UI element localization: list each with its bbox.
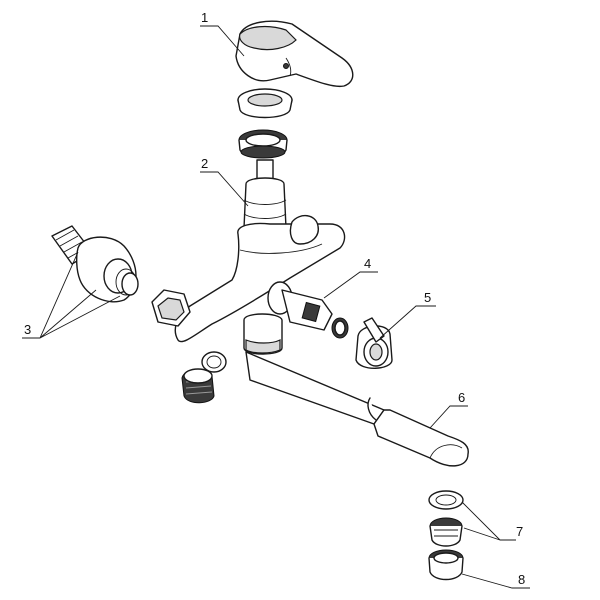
diverter-knob (355, 317, 393, 369)
spout (245, 351, 469, 467)
callout-5: 5 (424, 290, 431, 305)
leader-lines (22, 25, 530, 589)
faucet-body (174, 215, 346, 355)
callout-4: 4 (364, 256, 371, 271)
callout-7: 7 (516, 524, 523, 539)
lever-handle (235, 20, 354, 88)
callout-3: 3 (24, 322, 31, 337)
cartridge-nut (238, 129, 288, 159)
threaded-adapter (181, 368, 215, 404)
callout-6: 6 (458, 390, 465, 405)
aerator-housing (428, 549, 464, 581)
cartridge (243, 159, 287, 235)
callout-2: 2 (201, 156, 208, 171)
aerator-insert (429, 517, 463, 547)
inlet-nut-left (151, 289, 191, 327)
aerator-gasket (428, 490, 464, 510)
cap-ring (237, 88, 293, 119)
eccentric-connector (51, 225, 139, 303)
diverter-valve (267, 281, 349, 339)
small-gasket (201, 351, 227, 373)
callout-8: 8 (518, 572, 525, 587)
callout-1: 1 (201, 10, 208, 25)
